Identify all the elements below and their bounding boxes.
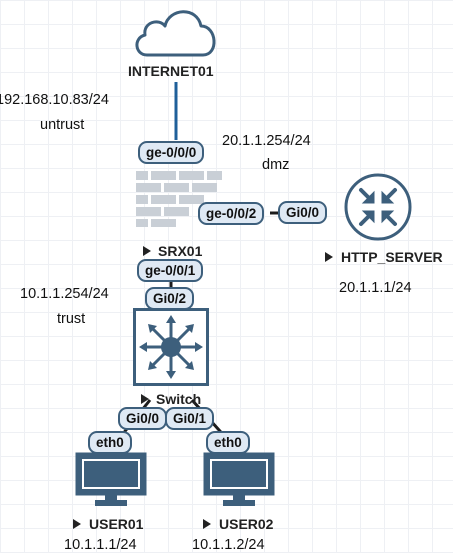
monitor-icon	[75, 452, 147, 506]
router-icon	[344, 173, 412, 241]
switch-play-icon	[141, 394, 149, 404]
user1-node[interactable]	[75, 452, 147, 508]
user2-node[interactable]	[203, 452, 275, 508]
port-user1[interactable]: eth0	[88, 431, 132, 454]
port-switch-user2[interactable]: Gi0/1	[165, 407, 215, 430]
firewall-name: SRX01	[158, 243, 203, 259]
untrust-ip-label: 192.168.10.83/24	[0, 92, 109, 108]
server-ip-label: 20.1.1.1/24	[339, 280, 412, 296]
port-server[interactable]: Gi0/0	[278, 201, 328, 224]
port-switch-user1[interactable]: Gi0/0	[118, 407, 168, 430]
server-play-icon	[325, 252, 333, 262]
firewall-node[interactable]	[136, 171, 222, 227]
user2-name: USER02	[219, 516, 274, 532]
cloud-icon	[135, 10, 216, 57]
switch-icon	[133, 308, 209, 386]
monitor-icon	[203, 452, 275, 506]
user1-ip-label: 10.1.1.1/24	[64, 537, 137, 553]
switch-node[interactable]	[133, 308, 209, 386]
user2-ip-label: 10.1.1.2/24	[192, 537, 265, 553]
port-user2[interactable]: eth0	[206, 431, 250, 454]
user2-play-icon	[203, 519, 211, 529]
server-name: HTTP_SERVER	[341, 249, 443, 265]
srx-play-icon	[143, 246, 151, 256]
switch-name: Switch	[156, 391, 202, 407]
port-srx-trust[interactable]: ge-0/0/1	[137, 259, 204, 282]
port-switch-up[interactable]: Gi0/2	[145, 287, 195, 310]
port-srx-dmz[interactable]: ge-0/0/2	[198, 202, 265, 225]
user1-play-icon	[73, 519, 81, 529]
server-node[interactable]	[343, 172, 413, 242]
dmz-ip-label: 20.1.1.254/24	[222, 133, 311, 149]
dmz-zone-label: dmz	[262, 157, 290, 173]
untrust-zone-label: untrust	[40, 117, 85, 133]
internet-name: INTERNET01	[128, 63, 214, 79]
firewall-icon	[136, 171, 222, 227]
internet-node[interactable]	[131, 0, 221, 60]
user1-name: USER01	[89, 516, 144, 532]
trust-zone-label: trust	[57, 311, 86, 327]
port-srx-untrust[interactable]: ge-0/0/0	[138, 141, 205, 164]
trust-ip-label: 10.1.1.254/24	[20, 286, 109, 302]
